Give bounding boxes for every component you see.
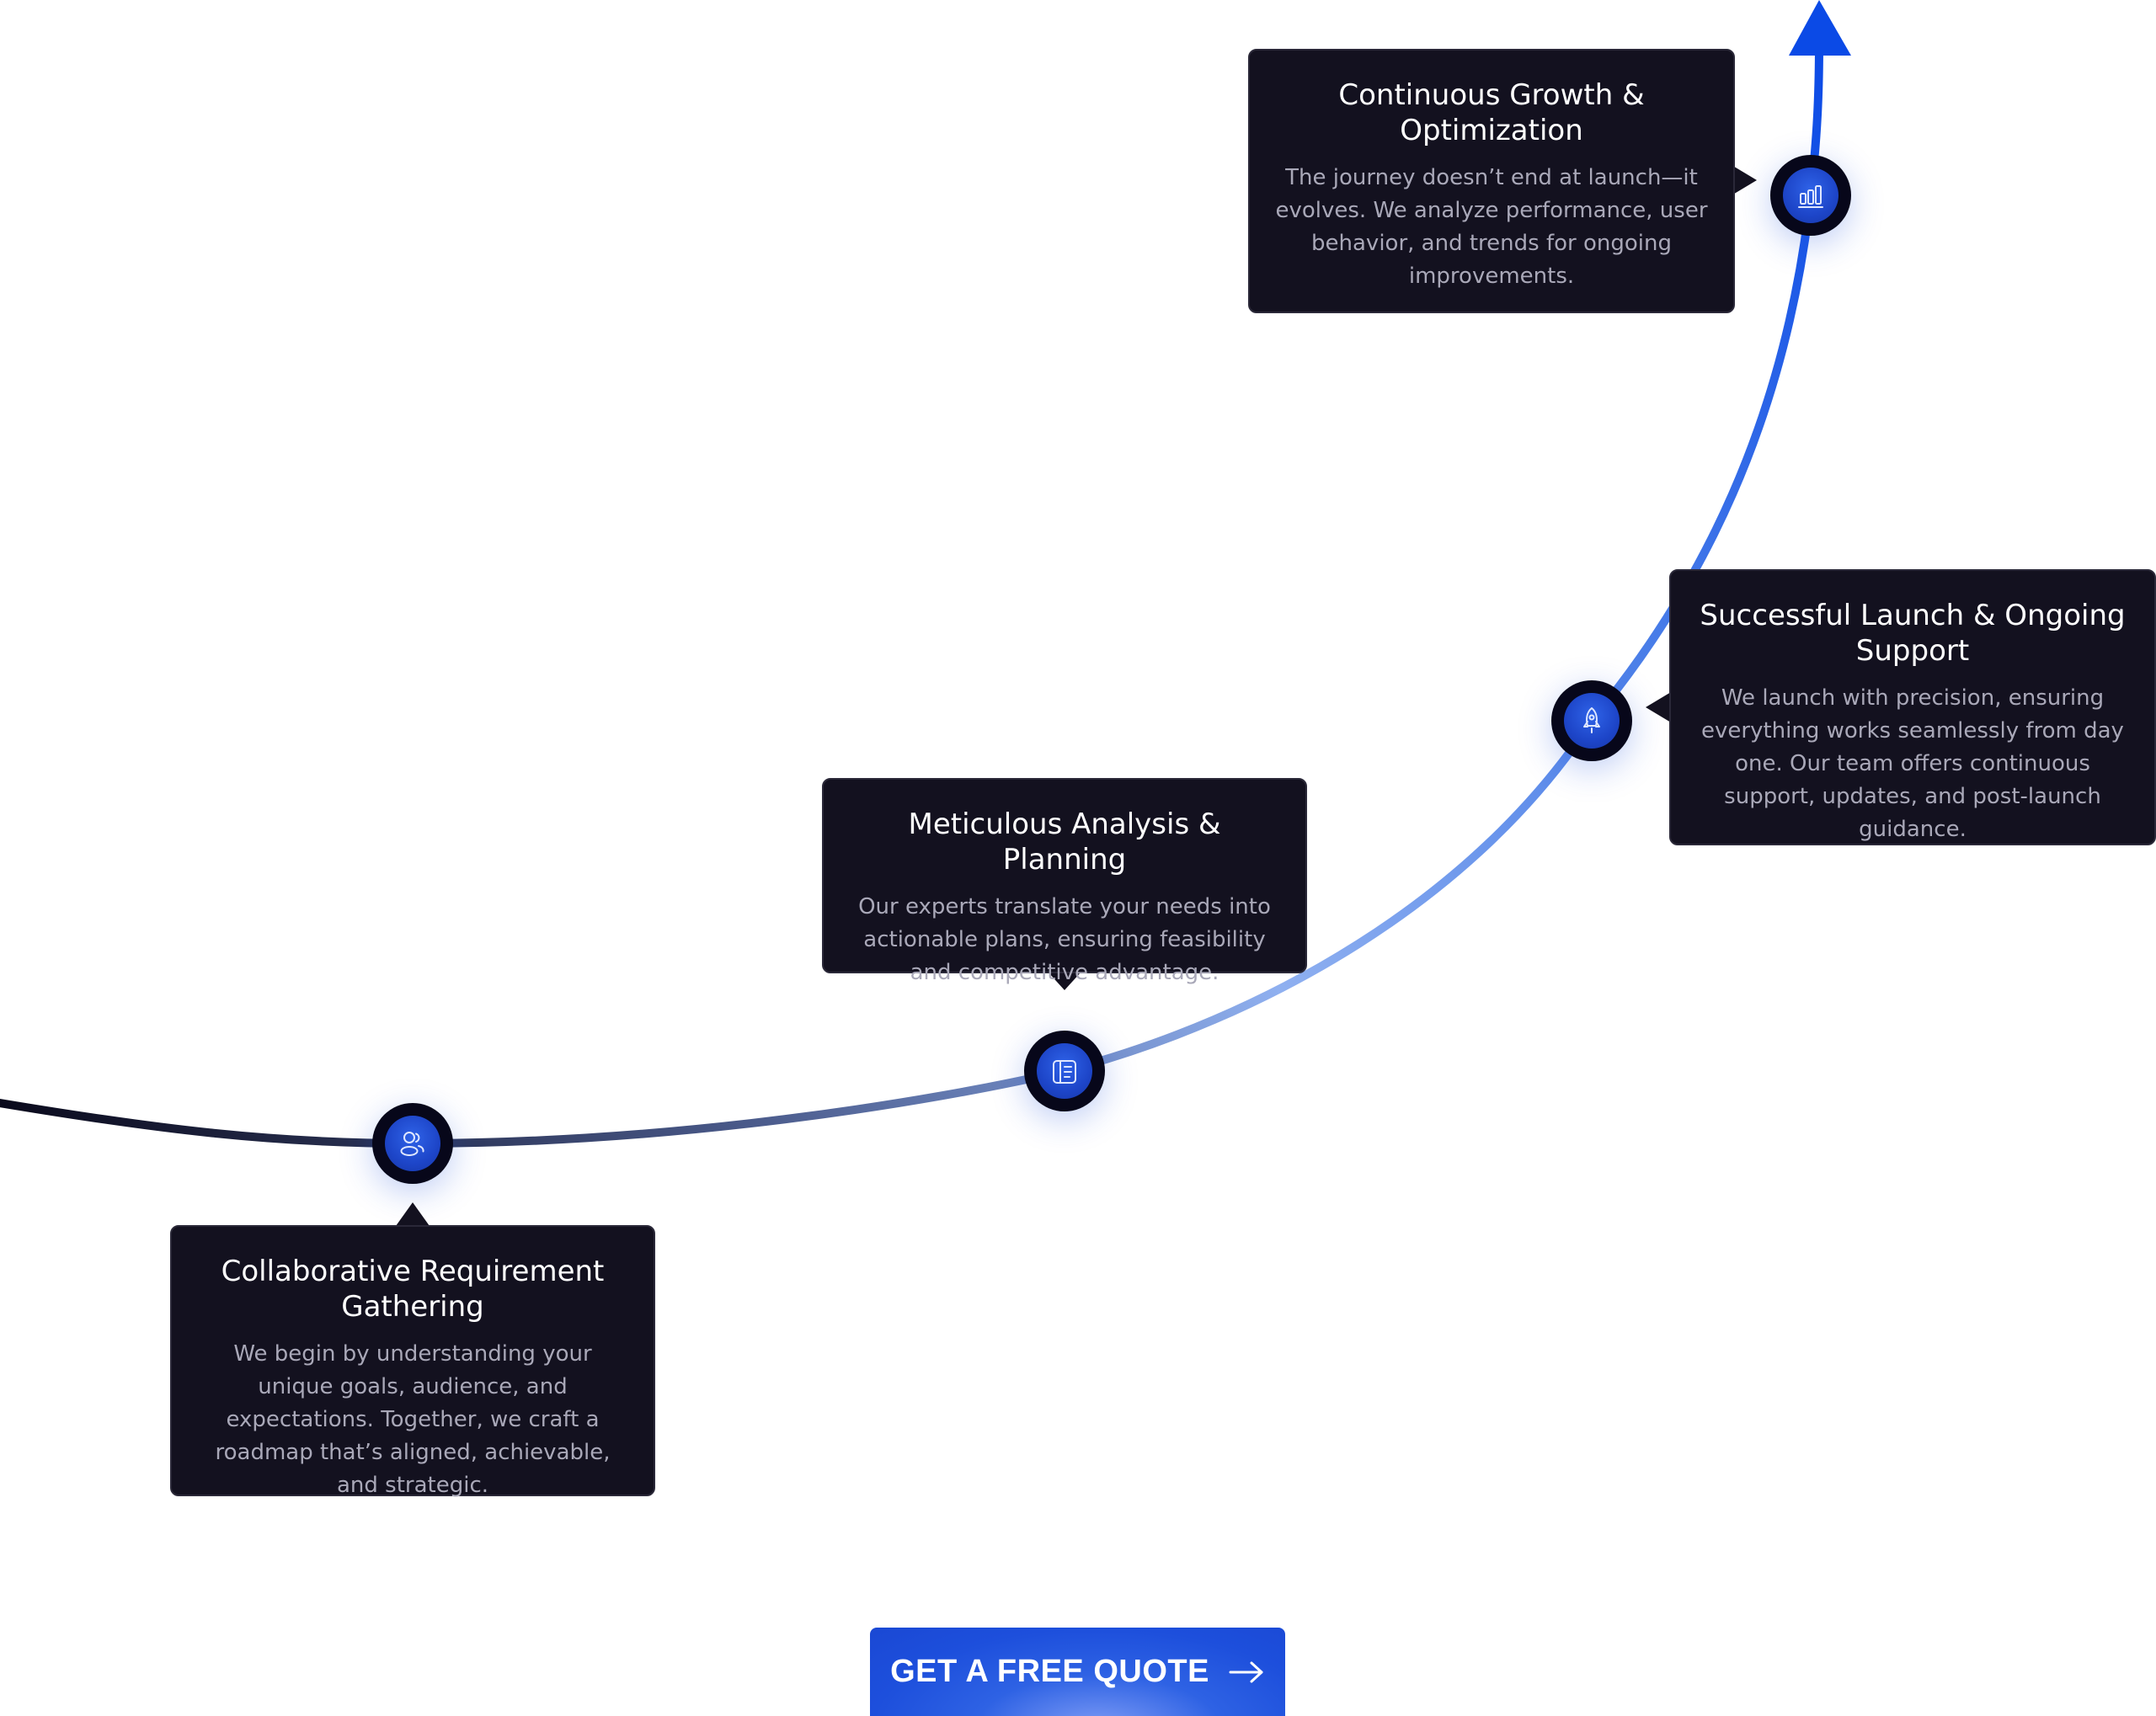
arrow-right-icon bbox=[1229, 1661, 1263, 1682]
step-node-launch bbox=[1551, 680, 1632, 761]
callout-pointer-planning bbox=[1048, 972, 1081, 990]
step-card-planning: Meticulous Analysis & Planning Our exper… bbox=[822, 778, 1307, 985]
rocket-icon bbox=[1583, 707, 1600, 733]
bar-chart-icon bbox=[1798, 185, 1823, 208]
step-title: Meticulous Analysis & Planning bbox=[908, 807, 1221, 877]
callout-pointer-growth bbox=[1732, 165, 1757, 195]
step-card-growth: Continuous Growth & Optimization The jou… bbox=[1248, 49, 1735, 313]
step-title: Collaborative Requirement Gathering bbox=[221, 1255, 605, 1324]
document-plan-icon bbox=[1053, 1060, 1076, 1084]
get-free-quote-button[interactable]: GET A FREE QUOTE bbox=[870, 1628, 1285, 1716]
users-icon bbox=[400, 1132, 424, 1156]
step-description: The journey doesn’t end at launch—it evo… bbox=[1275, 165, 1708, 289]
step-description: Our experts translate your needs into ac… bbox=[858, 894, 1271, 985]
step-node-planning bbox=[1024, 1031, 1105, 1111]
cta-label: GET A FREE QUOTE bbox=[890, 1654, 1209, 1689]
step-node-growth bbox=[1770, 155, 1851, 236]
step-title: Successful Launch & Ongoing Support bbox=[1700, 599, 2126, 668]
step-description: We launch with precision, ensuring every… bbox=[1701, 685, 2124, 842]
step-card-requirements: Collaborative Requirement Gathering We b… bbox=[170, 1225, 655, 1498]
step-title: Continuous Growth & Optimization bbox=[1338, 78, 1645, 147]
step-description: We begin by understanding your unique go… bbox=[215, 1341, 611, 1498]
curve-arrowhead bbox=[1789, 0, 1851, 56]
callout-pointer-launch bbox=[1646, 692, 1671, 722]
step-card-launch: Successful Launch & Ongoing Support We l… bbox=[1669, 569, 2156, 845]
step-node-requirements bbox=[372, 1103, 453, 1184]
callout-pointer-requirements bbox=[396, 1202, 430, 1226]
